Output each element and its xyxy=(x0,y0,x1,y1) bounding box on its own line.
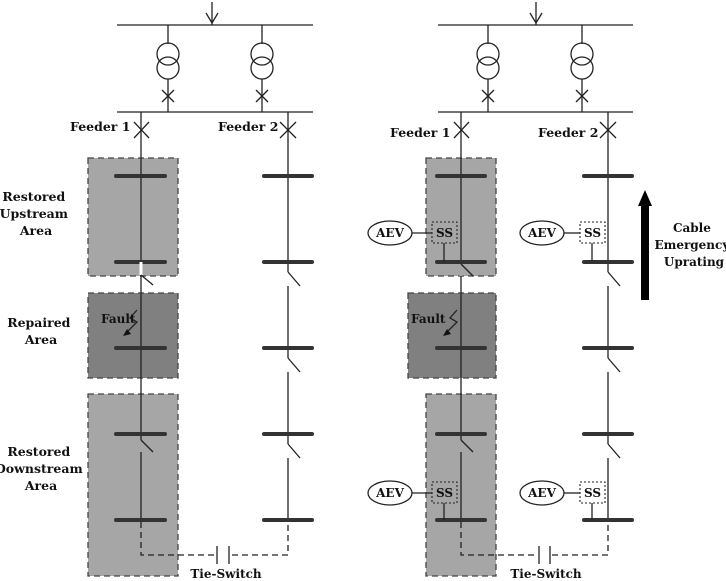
aev-unit-lower-left: AEV SS xyxy=(367,480,458,520)
ss-box xyxy=(579,481,606,504)
svg-text:SS: SS xyxy=(584,226,601,240)
ss-box xyxy=(431,481,458,504)
fault-icon xyxy=(126,309,139,333)
ss-box xyxy=(579,221,606,244)
svg-text:AEV: AEV xyxy=(375,486,404,500)
open-switch-icon xyxy=(140,274,154,286)
transformer-icon xyxy=(156,42,180,66)
aev-unit-upper-left: AEV SS xyxy=(367,220,458,262)
svg-text:AEV: AEV xyxy=(527,486,556,500)
restored-downstream-area xyxy=(87,393,179,577)
incoming-arrow-icon xyxy=(529,12,543,25)
repaired-area xyxy=(407,292,497,379)
fault-icon xyxy=(446,309,459,333)
transformer-icon xyxy=(476,42,500,66)
left-panel: Fault Feeder 1 Feeder 2 Restored Upstrea… xyxy=(0,2,314,581)
aev-unit-lower-right: AEV SS xyxy=(519,480,606,520)
svg-text:SS: SS xyxy=(436,226,453,240)
fault-label: Fault xyxy=(101,312,136,326)
transformer-icon xyxy=(570,42,594,66)
uprating-label: Cable Emergency Uprating xyxy=(654,221,726,269)
repaired-area-label: Repaired Area xyxy=(7,315,75,347)
transformer-icon xyxy=(250,42,274,66)
tie-switch-label: Tie-Switch xyxy=(190,567,262,581)
ss-box xyxy=(431,221,458,244)
feeder1-label: Feeder 1 xyxy=(390,125,450,140)
tie-switch-label: Tie-Switch xyxy=(510,567,582,581)
svg-text:AEV: AEV xyxy=(375,226,404,240)
repaired-area xyxy=(87,292,179,379)
downstream-area-label: Restored Downstream Area xyxy=(0,444,87,493)
tie-line xyxy=(140,522,214,556)
uprating-arrow-shaft xyxy=(641,205,649,300)
right-panel: Tie-Switch Fault Feeder 1 Feeder 2 AEV S… xyxy=(367,2,726,581)
feeder2-label: Feeder 2 xyxy=(218,119,278,134)
feeder2-label: Feeder 2 xyxy=(538,125,598,140)
svg-text:SS: SS xyxy=(436,486,453,500)
incoming-arrow-icon xyxy=(205,12,219,25)
svg-text:AEV: AEV xyxy=(527,226,556,240)
svg-text:SS: SS xyxy=(584,486,601,500)
uprating-arrow-icon xyxy=(638,190,652,206)
feeder1-label: Feeder 1 xyxy=(70,119,130,134)
upstream-area-label: Restored Upstream Area xyxy=(0,189,72,238)
fault-label: Fault xyxy=(411,312,446,326)
aev-unit-upper-right: AEV SS xyxy=(519,220,606,262)
